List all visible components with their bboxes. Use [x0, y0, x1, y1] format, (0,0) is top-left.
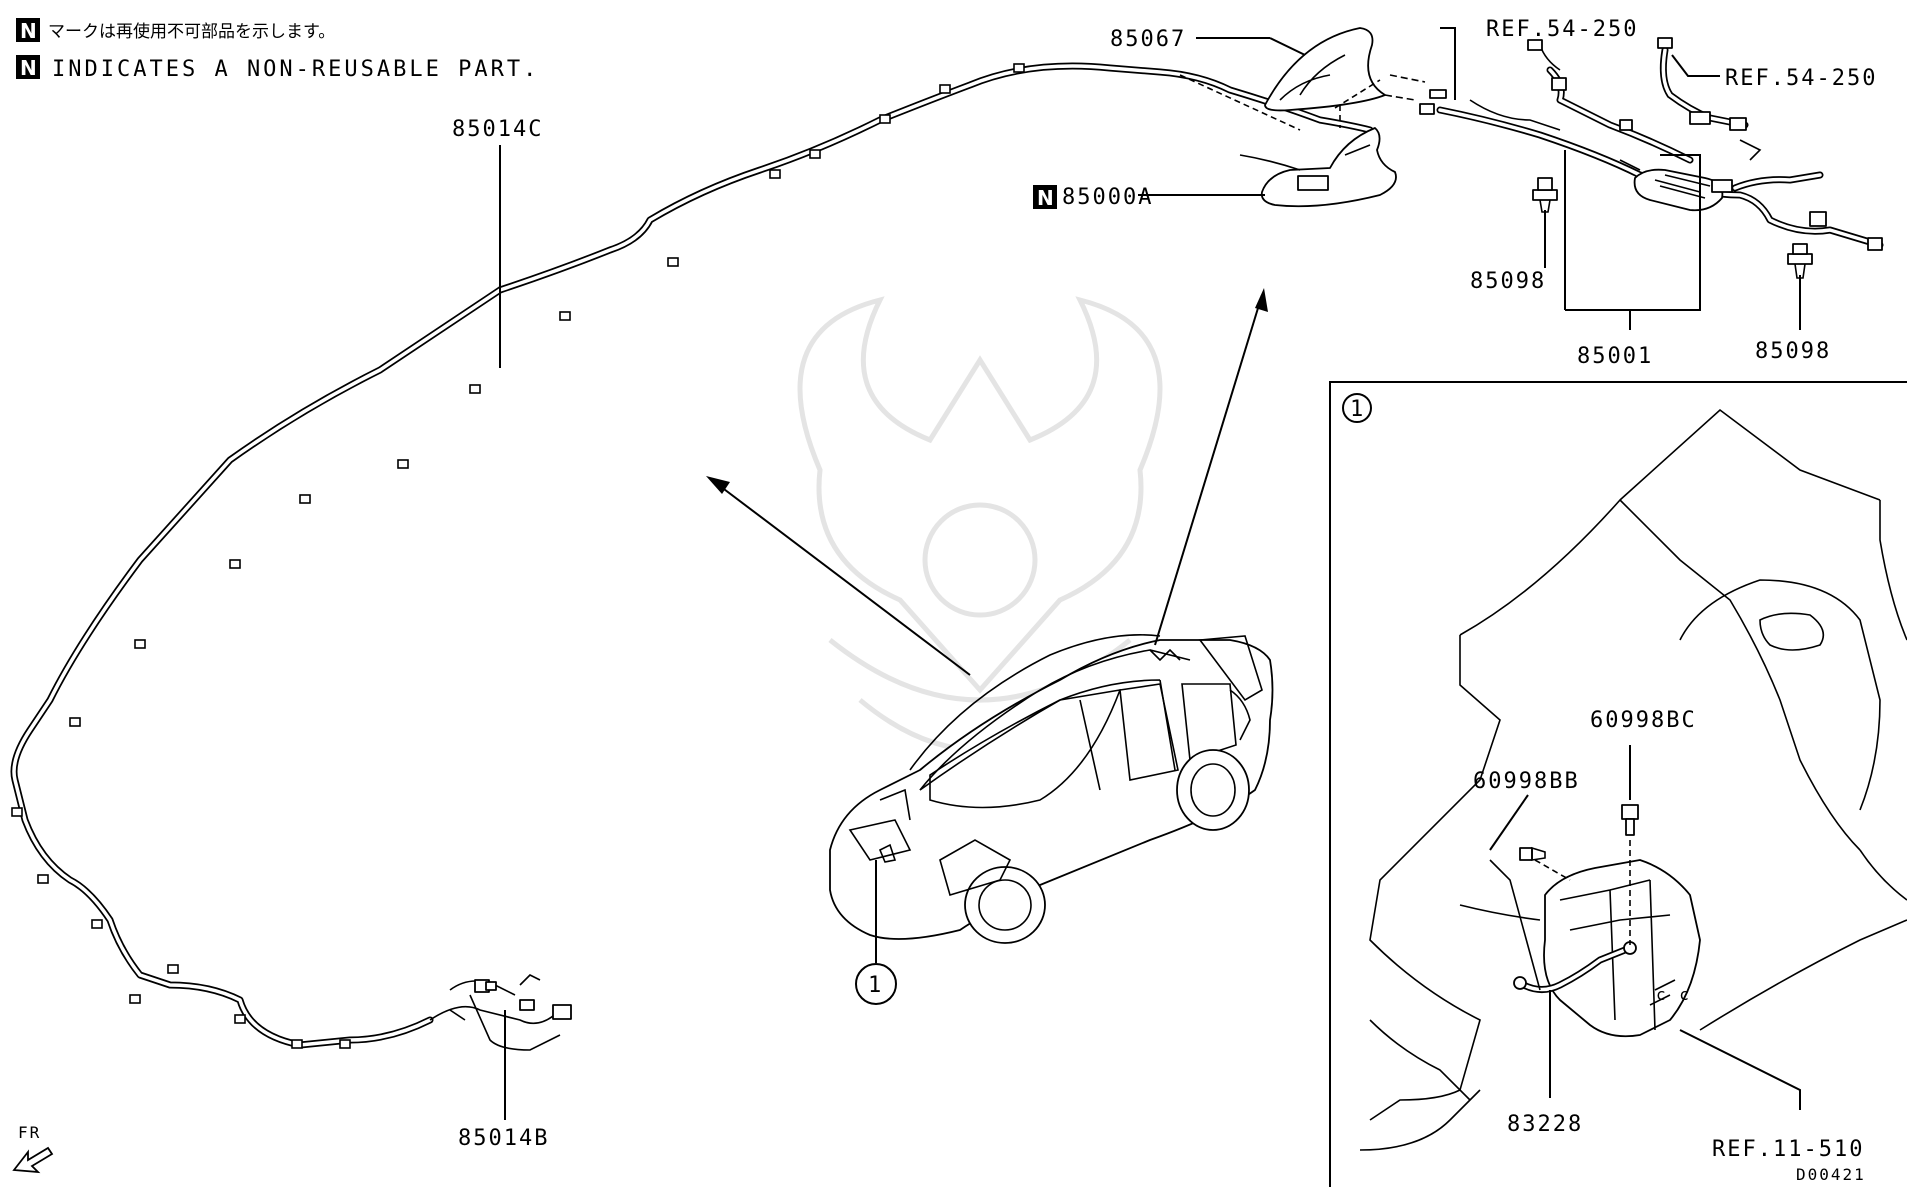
diagram-code: D00421: [1796, 1165, 1866, 1184]
note-en: INDICATES A NON-REUSABLE PART.: [52, 57, 539, 82]
housing-mark: c c: [1656, 985, 1691, 1004]
vehicle-illustration: [829, 634, 1274, 944]
label-60998BC: 60998BC: [1590, 708, 1697, 733]
antenna-cover-85067: [1264, 27, 1386, 112]
n-badge-jp-text: N: [20, 19, 37, 43]
label-85001: 85001: [1577, 344, 1653, 369]
label-85014B: 85014B: [458, 1126, 549, 1151]
bolt-85098-a: [1532, 177, 1558, 213]
fr-label: FR: [18, 1123, 41, 1142]
detail-view-1: 1 c c: [1329, 381, 1907, 1187]
pointer-arrows: [706, 288, 1268, 676]
note-jp: マークは再使用不可部品を示します。: [48, 21, 335, 42]
front-direction-indicator: FR: [12, 1123, 54, 1174]
n-badge-85000A-text: N: [1037, 186, 1054, 210]
label-85014C: 85014C: [452, 117, 543, 142]
label-ref-54-250-b: REF.54-250: [1725, 66, 1877, 91]
car-callout-1: 1: [868, 973, 883, 998]
label-ref-54-250-a: REF.54-250: [1486, 17, 1638, 42]
label-60998BB: 60998BB: [1473, 769, 1580, 794]
n-badge-jp: [16, 18, 40, 42]
label-83228: 83228: [1507, 1112, 1583, 1137]
fr-arrow-icon: [12, 1146, 54, 1174]
leader-lines: [499, 27, 1801, 1120]
antenna-base-85000A: [1179, 74, 1397, 208]
label-85098-a: 85098: [1470, 269, 1546, 294]
bolt-85098-b: [1787, 243, 1813, 279]
n-badge-85000A: [1033, 185, 1057, 209]
detail-view-number: 1: [1350, 397, 1365, 422]
part-labels: 85014C 85014B 85067 N 85000A REF.54-250 …: [452, 17, 1877, 1162]
label-85098-b: 85098: [1755, 339, 1831, 364]
label-85000A: 85000A: [1062, 185, 1153, 210]
harness-85014C: [10, 62, 1374, 1049]
label-ref-11-510: REF.11-510: [1712, 1137, 1864, 1162]
n-badge-en-text: N: [20, 56, 37, 80]
connector-85014B: [429, 974, 572, 1051]
n-badge-en: [16, 55, 40, 79]
legend-notes: N マークは再使用不可部品を示します。 N INDICATES A NON-RE…: [16, 18, 539, 82]
label-85067: 85067: [1110, 27, 1186, 52]
